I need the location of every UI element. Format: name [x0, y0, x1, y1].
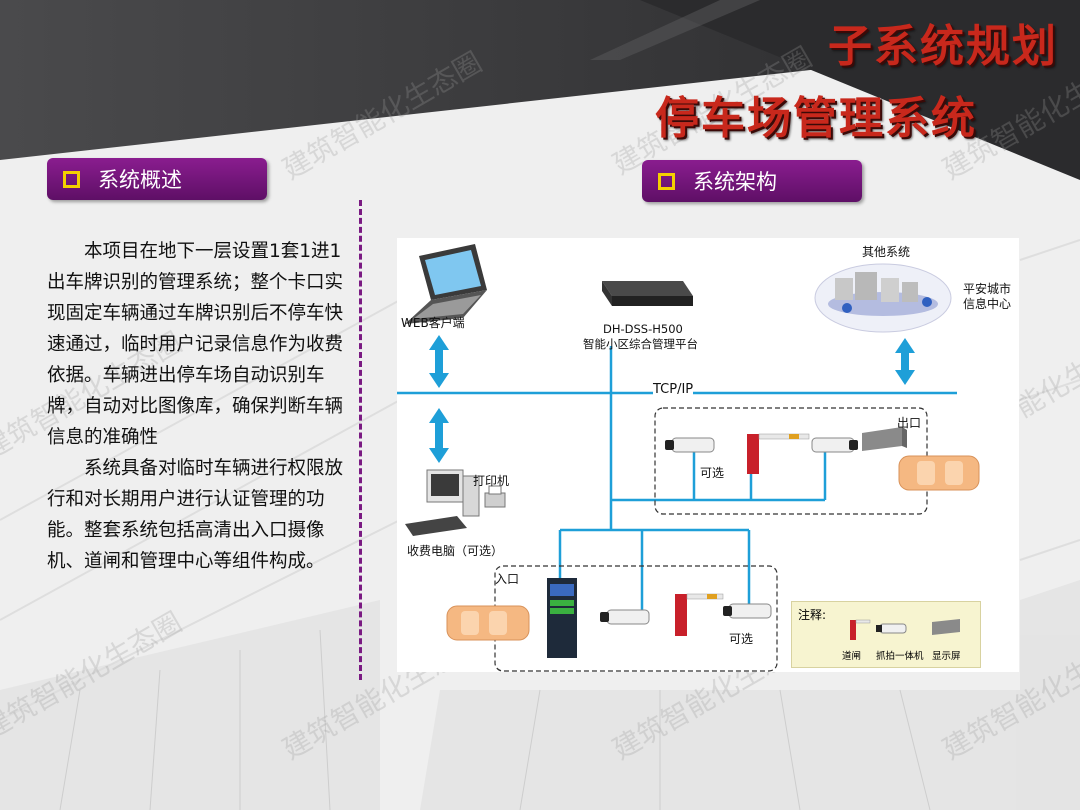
web-client-label: WEB客户端: [401, 316, 465, 330]
pc-arrow-icon: [429, 408, 449, 463]
bullet-square-icon: [63, 170, 80, 188]
overview-header-label: 系统概述: [98, 168, 182, 192]
legend-box: 注释: 道闸 抓拍一体机 显示屏: [791, 601, 981, 668]
legend-camera-label: 抓拍一体机: [876, 651, 924, 662]
architecture-header: 系统架构: [642, 160, 862, 202]
city-arrow-icon: [895, 338, 915, 385]
entrance-label: 入口: [495, 572, 520, 586]
exit-car-icon: [898, 455, 980, 491]
exit-label: 出口: [897, 416, 922, 430]
entrance-camera-1-icon: [600, 609, 650, 625]
platform-name-label: 智能小区综合管理平台: [583, 337, 698, 351]
server-platform-icon: [602, 281, 693, 306]
overview-paragraph: 本项目在地下一层设置1套1进1出车牌识别的管理系统；整个卡口实现固定车辆通过车牌…: [47, 241, 344, 448]
section-divider: [359, 200, 362, 680]
printer-label: 打印机: [473, 474, 510, 488]
other-systems-label: 其他系统: [862, 245, 911, 259]
safe-city-label: 平安城市 信息中心: [963, 282, 1012, 311]
exit-camera-1-icon: [665, 437, 715, 453]
fee-pc-icon: [405, 469, 480, 536]
slide-subtitle: 停车场管理系统: [655, 93, 977, 144]
platform-model-label: DH-DSS-H500: [603, 322, 683, 336]
other-systems-cloud-icon: [814, 263, 952, 333]
exit-camera-2-icon: [811, 437, 858, 453]
web-arrow-icon: [429, 335, 449, 388]
double-arrow-icons: [429, 335, 915, 463]
architecture-header-label: 系统架构: [693, 170, 777, 194]
legend-barrier-icon: [850, 620, 856, 640]
bullet-square-icon: [658, 172, 675, 190]
overview-paragraph: 系统具备对临时车辆进行权限放行和对长期用户进行认证管理的功能。整套系统包括高清出…: [47, 458, 344, 572]
entrance-car-icon: [446, 605, 530, 641]
legend-display-icon: [932, 619, 960, 635]
parking-sign-icon: [547, 578, 577, 658]
fee-pc-label: 收费电脑（可选）: [407, 544, 504, 558]
exit-display-icon: [862, 427, 907, 451]
overview-header: 系统概述: [47, 158, 267, 200]
overview-text: 本项目在地下一层设置1套1进1出车牌识别的管理系统；整个卡口实现固定车辆通过车牌…: [47, 236, 352, 577]
legend-camera-icon: [879, 623, 907, 634]
diagram-graphics: [397, 244, 980, 672]
entrance-optional-label: 可选: [729, 632, 754, 646]
legend-display-label: 显示屏: [932, 651, 961, 662]
exit-zone-box: [654, 407, 928, 515]
exit-barrier-icon: [747, 433, 810, 474]
laptop-icon: [405, 244, 487, 324]
entrance-camera-2-icon: [723, 603, 772, 619]
tcpip-label: TCP/IP: [653, 382, 694, 397]
entrance-zone-box: [494, 565, 778, 672]
slide-title: 子系统规划: [828, 21, 1058, 72]
entrance-barrier-icon: [675, 593, 724, 636]
architecture-diagram: WEB客户端 DH-DSS-H500 智能小区综合管理平台 其他系统 平安城市 …: [397, 238, 1019, 672]
exit-optional-label: 可选: [700, 466, 725, 480]
legend-icons: [850, 619, 960, 640]
legend-barrier-label: 道闸: [842, 651, 862, 662]
printer-icon: [484, 485, 506, 508]
legend-title: 注释:: [798, 608, 827, 622]
